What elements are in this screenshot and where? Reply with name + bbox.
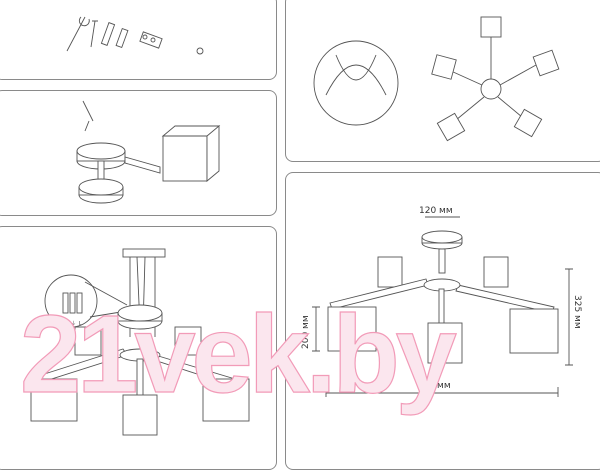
live-label: L bbox=[79, 321, 82, 327]
screw-icon bbox=[90, 20, 98, 48]
total-height-label: 325 мм bbox=[572, 295, 582, 329]
wiring-illustration: N ⏚ L bbox=[30, 248, 250, 436]
panel-top-view bbox=[285, 0, 600, 162]
dimensions-illustration: 120 мм 200 мм 325 мм 700 мм bbox=[301, 206, 582, 397]
ground-label: ⏚ bbox=[71, 320, 76, 327]
bulb-detail-circle bbox=[313, 40, 399, 126]
mounting-illustration bbox=[76, 100, 221, 204]
panel-mounting bbox=[0, 90, 277, 216]
top-view-illustration bbox=[313, 16, 560, 142]
dowel-icon bbox=[115, 27, 129, 49]
shade-height-label: 200 мм bbox=[301, 315, 311, 349]
wiring-detail-circle bbox=[44, 274, 98, 328]
wrench-icon bbox=[82, 100, 94, 132]
panel-dimensions: 120 мм 200 мм 325 мм 700 мм bbox=[285, 172, 600, 470]
washer-icon bbox=[196, 47, 204, 55]
dowel-icon bbox=[100, 22, 116, 46]
base-diameter-label: 120 мм bbox=[419, 206, 453, 216]
tools-illustration bbox=[66, 16, 204, 55]
wrench-icon bbox=[66, 16, 90, 52]
panel-tools bbox=[0, 0, 277, 80]
terminal-block-icon bbox=[139, 31, 163, 49]
total-width-label: 700 мм bbox=[417, 381, 451, 391]
neutral-label: N bbox=[63, 321, 67, 327]
panel-wiring: N ⏚ L bbox=[0, 226, 277, 470]
